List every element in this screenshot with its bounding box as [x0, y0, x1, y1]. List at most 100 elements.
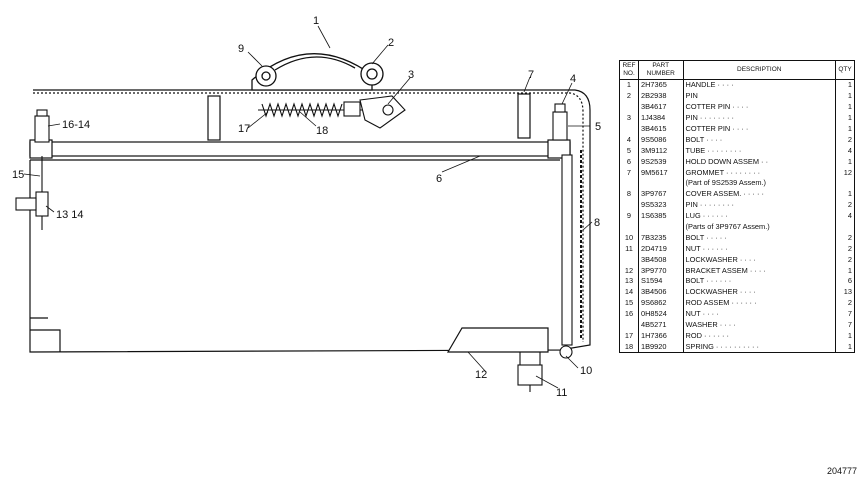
description-cell: HANDLE · · · ·	[682, 79, 836, 91]
part-number-cell: 9M5617	[637, 167, 684, 179]
callout-12: 12	[475, 369, 487, 381]
spring-rod	[258, 95, 406, 129]
description-cell: ROD · · · · · ·	[682, 330, 836, 342]
description-cell: SPRING · · · · · · · · · ·	[682, 341, 836, 354]
callout-8: 8	[594, 217, 600, 229]
ref-cell	[619, 178, 639, 189]
ref-cell	[619, 319, 639, 331]
qty-cell: 2	[835, 243, 855, 255]
qty-cell: 1	[835, 156, 855, 168]
qty-cell: 1	[835, 188, 855, 200]
description-cell: COVER ASSEM. · · · · ·	[682, 188, 836, 200]
part-number-cell: 9S5323	[637, 199, 684, 211]
part-number-cell	[637, 221, 684, 233]
qty-cell: 12	[835, 167, 855, 179]
ref-cell: 7	[619, 167, 639, 179]
ref-cell	[619, 221, 639, 233]
description-cell: (Parts of 3P9767 Assem.)	[682, 221, 836, 233]
qty-cell: 7	[835, 308, 855, 320]
header-ref-no: REF NO.	[619, 60, 639, 80]
callout-6: 6	[436, 173, 442, 185]
description-cell: HOLD DOWN ASSEM · ·	[682, 156, 836, 168]
part-number-cell: 3P9770	[637, 265, 684, 277]
description-cell: BRACKET ASSEM · · · ·	[682, 265, 836, 277]
callout-13-14: 13 14	[56, 209, 84, 221]
ref-cell: 4	[619, 134, 639, 146]
handle-assembly	[251, 53, 384, 91]
part-number-cell: 1B9920	[637, 341, 684, 354]
ref-cell	[619, 101, 639, 113]
header-qty: QTY	[835, 60, 855, 80]
part-number-cell	[637, 178, 684, 189]
part-number-cell: 3M9112	[637, 145, 684, 157]
ref-cell: 5	[619, 145, 639, 157]
table-header-row: REF NO. PART NUMBER DESCRIPTION QTY	[619, 60, 855, 80]
ref-cell: 11	[619, 243, 639, 255]
qty-cell: 1	[835, 265, 855, 277]
description-cell: ROD ASSEM · · · · · ·	[682, 297, 836, 309]
ref-cell: 8	[619, 188, 639, 200]
part-number-cell: 0H8524	[637, 308, 684, 320]
callout-15: 15	[12, 169, 24, 181]
ref-cell: 14	[619, 286, 639, 298]
part-number-cell: 3B4615	[637, 123, 684, 135]
callout-9: 9	[238, 43, 244, 55]
callout-18: 18	[316, 125, 328, 137]
qty-cell: 6	[835, 276, 855, 287]
qty-cell: 2	[835, 254, 855, 266]
callout-2: 2	[388, 37, 394, 49]
ref-cell: 3	[619, 112, 639, 124]
part-number-cell: 2B2938	[637, 90, 684, 102]
callout-5: 5	[595, 121, 601, 133]
ref-cell	[619, 199, 639, 211]
hold-down-assembly	[29, 93, 571, 161]
cover-outline	[29, 89, 591, 353]
ref-cell: 1	[619, 79, 639, 91]
ref-cell: 16	[619, 308, 639, 320]
part-number-cell: 9S5086	[637, 134, 684, 146]
bracket-assembly	[446, 327, 549, 353]
part-number-cell: 3B4617	[637, 101, 684, 113]
table-row: (Part of 9S2539 Assem.)	[619, 178, 855, 189]
callout-1: 1	[313, 15, 319, 27]
callout-10: 10	[580, 365, 592, 377]
ref-cell: 13	[619, 276, 639, 287]
ref-cell: 10	[619, 232, 639, 244]
document-number: 204777	[827, 466, 858, 476]
qty-cell: 1	[835, 101, 855, 113]
description-cell: COTTER PIN · · · ·	[682, 123, 836, 135]
description-cell: NUT · · · · · ·	[682, 243, 836, 255]
ref-cell: 18	[619, 341, 639, 354]
part-number-cell: S1594	[637, 276, 684, 287]
qty-cell	[835, 178, 855, 189]
left-rod-assembly	[15, 109, 50, 230]
callout-labels: 1 2 3 4 5 6 7 8 9 10 11 12 13 14 15 16-1…	[12, 15, 601, 399]
qty-cell: 1	[835, 330, 855, 342]
qty-cell: 4	[835, 210, 855, 222]
qty-cell: 1	[835, 90, 855, 102]
description-cell: PIN	[682, 90, 836, 102]
description-cell: BOLT · · · ·	[682, 134, 836, 146]
qty-cell: 2	[835, 199, 855, 211]
qty-cell: 7	[835, 319, 855, 331]
part-number-cell: 2D4719	[637, 243, 684, 255]
qty-cell: 1	[835, 79, 855, 91]
ref-cell	[619, 254, 639, 266]
qty-cell: 2	[835, 232, 855, 244]
